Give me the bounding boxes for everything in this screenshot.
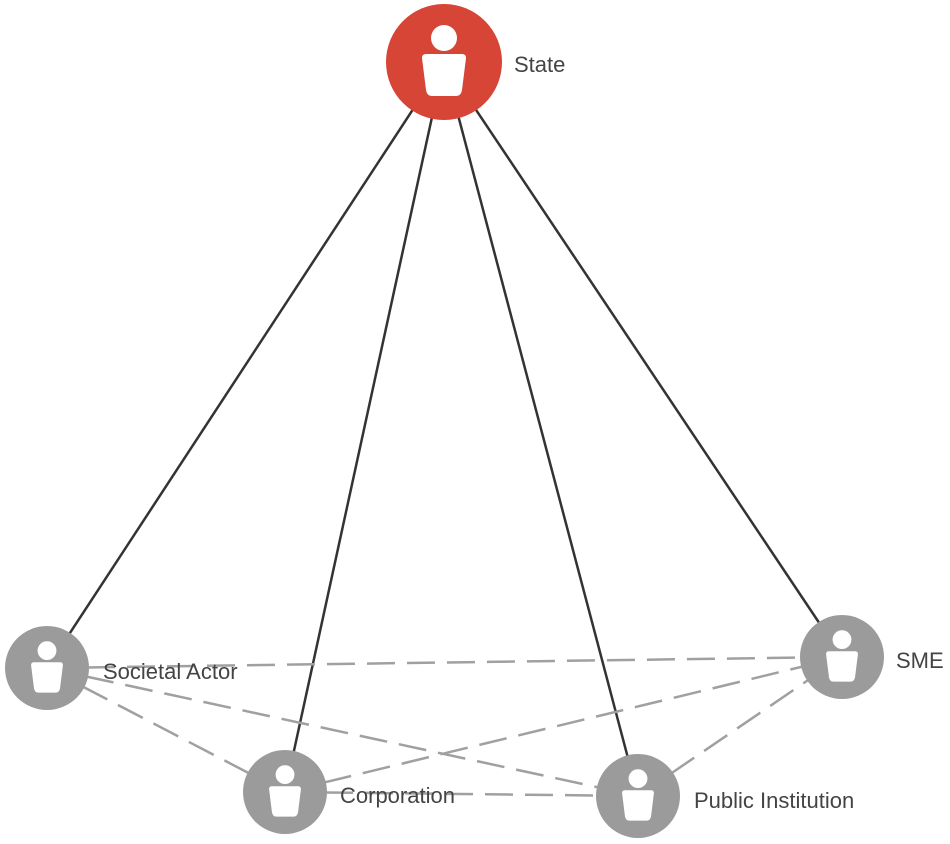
person-icon <box>826 630 858 682</box>
edge-state-to-public-institution <box>457 115 629 758</box>
person-icon <box>422 25 466 96</box>
node-label-sme: SME <box>896 648 944 673</box>
edge-public-institution-to-sme <box>670 678 810 775</box>
node-state[interactable]: State <box>386 4 565 120</box>
edge-state-to-sme <box>474 107 821 625</box>
edge-corporation-to-public-institution <box>324 791 599 797</box>
person-icon <box>269 765 301 817</box>
node-label-state: State <box>514 52 565 77</box>
node-sme[interactable]: SME <box>800 615 944 699</box>
node-corporation[interactable]: Corporation <box>243 750 455 834</box>
person-icon <box>31 641 63 693</box>
node-public-institution[interactable]: Public Institution <box>596 754 854 838</box>
node-label-corporation: Corporation <box>340 783 455 808</box>
node-label-societal-actor: Societal Actor <box>103 659 238 684</box>
node-societal-actor[interactable]: Societal Actor <box>5 626 238 710</box>
edge-societal-actor-to-corporation <box>81 685 251 775</box>
edges-layer <box>67 107 821 797</box>
edge-state-to-corporation <box>292 116 434 754</box>
edge-societal-actor-to-public-institution <box>85 675 600 789</box>
person-icon <box>622 769 654 821</box>
edge-corporation-to-sme <box>323 665 804 784</box>
node-label-public-institution: Public Institution <box>694 788 854 813</box>
edge-state-to-societal-actor <box>67 108 415 636</box>
